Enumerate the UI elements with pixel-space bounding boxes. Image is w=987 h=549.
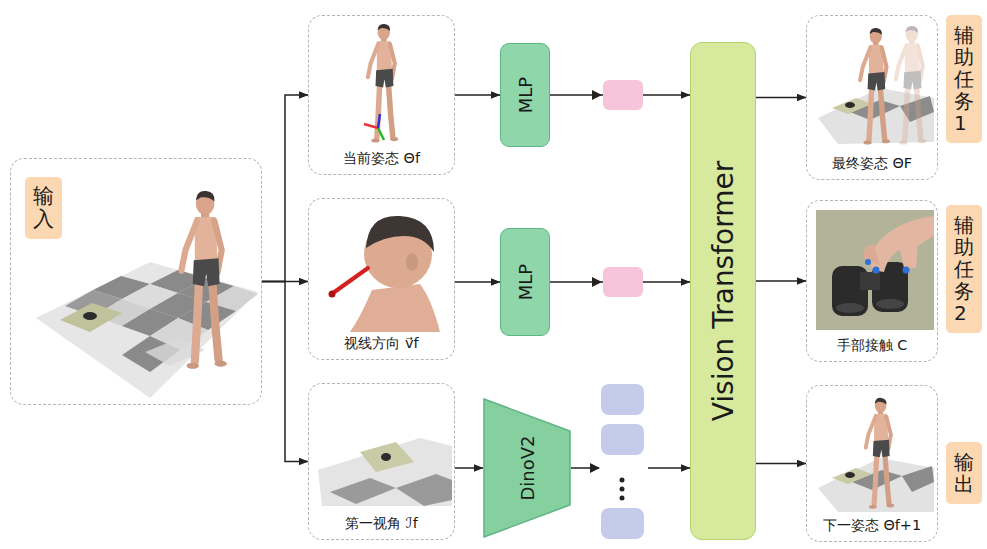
arrow-connector — [455, 281, 500, 283]
ego-view-box: 第一视角 ℐf — [308, 383, 455, 540]
input-box: 输入 — [10, 158, 262, 405]
arrow-connector — [455, 467, 483, 469]
arrow-connector — [262, 95, 308, 282]
gaze-box: 视线方向 v⃗f — [308, 198, 455, 360]
final-pose-box: 最终姿态 ΘF — [806, 15, 938, 180]
next-pose-box: 下一姿态 Θf+1 — [806, 385, 938, 542]
caption: 当前姿态 Θf — [309, 149, 454, 168]
tag-label: 辅助任务1 — [954, 15, 974, 143]
arrow-connector — [756, 463, 806, 465]
hand-contact-box: 手部接触 C — [806, 200, 938, 362]
task-tag: 辅助任务2 — [946, 205, 982, 333]
caption: 第一视角 ℐf — [309, 514, 454, 533]
tag-label: 辅助任务2 — [954, 205, 974, 333]
task-tag: 辅助任务1 — [946, 15, 982, 143]
dinov2-encoder: DinoV2 — [483, 398, 571, 538]
mlp-block: MLP — [500, 228, 550, 336]
tag-label: 输出 — [954, 442, 974, 504]
arrow-connector — [756, 97, 806, 99]
arrow-connector — [756, 280, 806, 282]
block-label: MLP — [515, 264, 536, 300]
arrow-connector — [455, 94, 500, 96]
caption: 手部接触 C — [807, 336, 937, 355]
block-label: MLP — [515, 77, 536, 113]
vision-transformer: Vision Transformer — [690, 42, 756, 540]
arrow-connector — [262, 282, 308, 462]
caption: 最终姿态 ΘF — [807, 154, 937, 173]
caption: 视线方向 v⃗f — [309, 334, 454, 353]
block-label: DinoV2 — [517, 435, 538, 500]
caption: 下一姿态 Θf+1 — [807, 516, 937, 535]
block-label: 输入 — [25, 177, 62, 239]
mlp-block: MLP — [500, 43, 550, 147]
pose-box: 当前姿态 Θf — [308, 15, 455, 175]
block-label: Vision Transformer — [707, 161, 740, 421]
output-tag: 输出 — [946, 442, 982, 504]
